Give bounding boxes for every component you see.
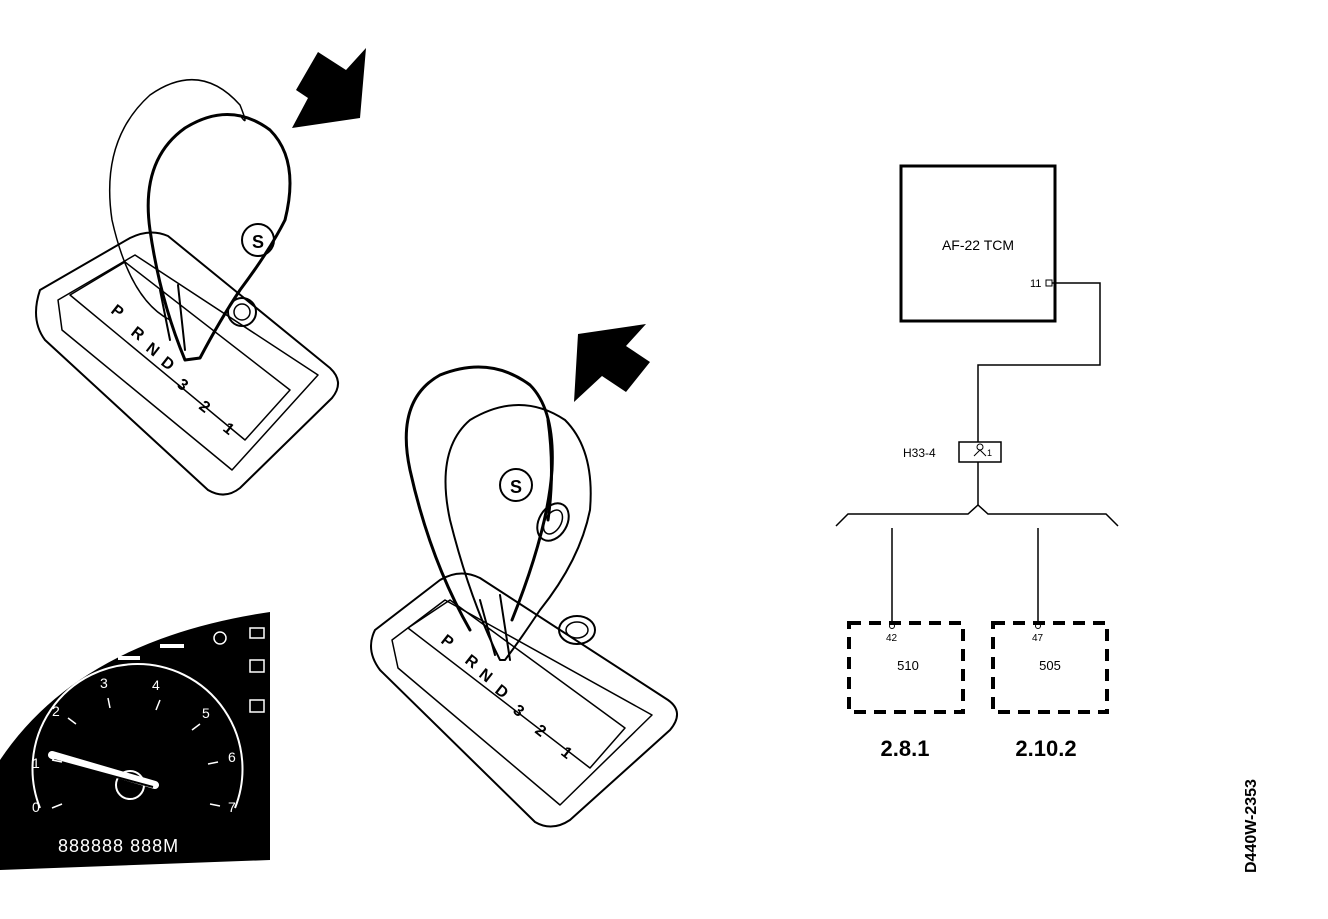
lever-stem — [159, 284, 186, 351]
sport-button-ring — [241, 223, 275, 257]
console-plate-outer — [35, 231, 339, 496]
module-510-box — [847, 621, 965, 714]
push-arrow-lower — [574, 324, 650, 402]
instrument-cluster-illustration: 0 1 2 3 4 5 6 7 888888 888M — [0, 612, 270, 870]
tach-number: 1 — [32, 755, 40, 771]
console-knob — [558, 615, 596, 645]
module-510-ref: 2.8.1 — [881, 736, 930, 761]
branch-brace — [835, 503, 1119, 527]
gate-slot — [407, 599, 626, 769]
tcm-label: AF-22 TCM — [942, 237, 1014, 253]
wire-tcm-to-connector — [977, 282, 1101, 442]
module-505-ref: 2.10.2 — [1015, 736, 1076, 761]
shifter-reverse-illustration: S — [370, 324, 678, 828]
tachometer-needle — [48, 751, 159, 789]
gate-letter: 1 — [558, 744, 576, 763]
gate-letter: 1 — [220, 420, 238, 439]
module-505-name: 505 — [1039, 658, 1061, 673]
cluster-panel — [0, 612, 270, 870]
console-plate-inner — [57, 254, 319, 471]
module-510-pin: 42 — [886, 633, 898, 644]
connector-label: H33-4 — [903, 446, 936, 460]
connector-box — [958, 441, 1002, 463]
tach-number: 0 — [32, 799, 40, 815]
gate-letter: P — [108, 302, 127, 322]
warning-lamps — [118, 627, 265, 713]
console-plate-outer — [370, 572, 678, 828]
tcm-pin-terminal — [1045, 279, 1053, 287]
module-510-name: 510 — [897, 658, 919, 673]
lever-handle — [444, 404, 592, 661]
lever-handle — [146, 113, 292, 362]
gate-letters-lower: P R N D 3 2 1 — [438, 632, 576, 763]
gate-slot — [69, 261, 291, 441]
release-button — [536, 502, 570, 542]
tachometer-dial-arc — [31, 663, 244, 809]
connector-pin-label: 1 — [987, 448, 992, 458]
sport-button-symbol: S — [252, 232, 264, 252]
gate-letter: R — [128, 324, 148, 345]
sport-button-ring — [499, 468, 533, 502]
module-505-box — [991, 621, 1109, 714]
lever-ghost-outline — [108, 78, 246, 321]
tach-numbers: 0 1 2 3 4 5 6 7 — [32, 675, 236, 815]
tach-number: 5 — [202, 705, 210, 721]
tcm-box — [899, 164, 1057, 323]
lever-stem — [479, 594, 511, 661]
tach-ticks — [51, 697, 221, 809]
gate-letter: N — [476, 666, 496, 687]
tach-number: 2 — [52, 703, 60, 719]
tach-number: 3 — [100, 675, 108, 691]
wiring-diagram: AF-22 TCM 11 H33-4 1 42 510 2.8.1 47 505… — [835, 164, 1119, 761]
tcm-pin-label: 11 — [1030, 278, 1041, 290]
release-button — [227, 297, 257, 327]
tach-number: 6 — [228, 749, 236, 765]
shifter-park-illustration: S — [35, 48, 366, 496]
lever-edge — [546, 418, 553, 522]
gate-letter: D — [158, 354, 178, 375]
sport-button-symbol: S — [510, 477, 522, 497]
odometer-display: 888888 888M — [58, 836, 179, 856]
gate-letter: R — [462, 652, 482, 673]
connector-pin-symbol — [976, 443, 984, 451]
lever-ghost-outline — [404, 365, 554, 632]
gate-letter: P — [438, 632, 457, 652]
figure-code: D440W-2353 — [1243, 779, 1260, 873]
push-arrow-upper — [292, 48, 366, 128]
module-505-pin: 47 — [1032, 633, 1044, 644]
tach-number: 7 — [228, 799, 236, 815]
tach-number: 4 — [152, 677, 160, 693]
gate-letter: 3 — [174, 376, 192, 395]
gate-letter: D — [492, 682, 512, 703]
console-plate-inner — [391, 599, 653, 806]
